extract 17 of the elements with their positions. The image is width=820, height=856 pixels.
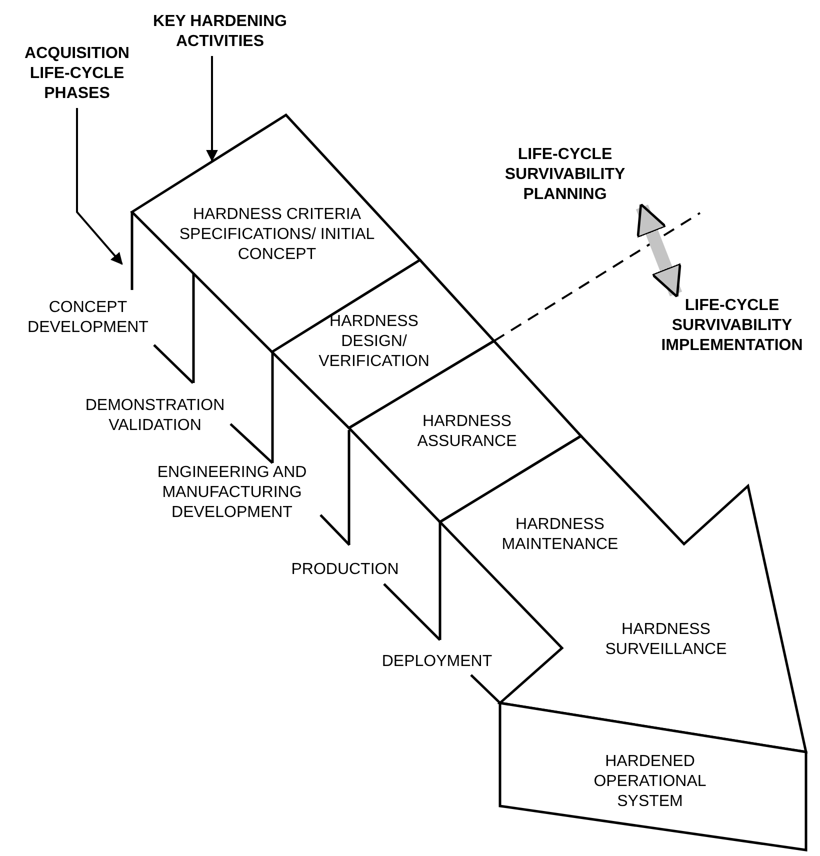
phase-label: ENGINEERING AND MANUFACTURING DEVELOPMENT	[156, 463, 308, 523]
phase-label: CONCEPT DEVELOPMENT	[26, 298, 150, 338]
panel-label: HARDNESS SURVEILLANCE	[604, 620, 728, 660]
phase-label: DEMONSTRATION VALIDATION	[84, 396, 226, 436]
panel-label: HARDNESS MAINTENANCE	[500, 515, 620, 555]
panel-label: HARDNESS CRITERIA SPECIFICATIONS/ INITIAL CONCEPT	[178, 205, 376, 265]
panel-label: HARDNESS ASSURANCE	[416, 412, 518, 452]
panel-label: HARDNESS DESIGN/ VERIFICATION	[318, 312, 430, 372]
leader-arrow	[206, 56, 218, 162]
phase-label: PRODUCTION	[290, 560, 400, 580]
phase-label: DEPLOYMENT	[380, 652, 494, 672]
dashed-leader-line	[493, 212, 701, 342]
panel-label: HARDENED OPERATIONAL SYSTEM	[592, 752, 708, 812]
heading-label: LIFE-CYCLE SURVIVABILITY IMPLEMENTATION	[646, 296, 818, 356]
double-headed-arrow	[636, 203, 682, 298]
heading-label: LIFE-CYCLE SURVIVABILITY PLANNING	[480, 145, 650, 205]
leader-arrow	[76, 108, 123, 265]
